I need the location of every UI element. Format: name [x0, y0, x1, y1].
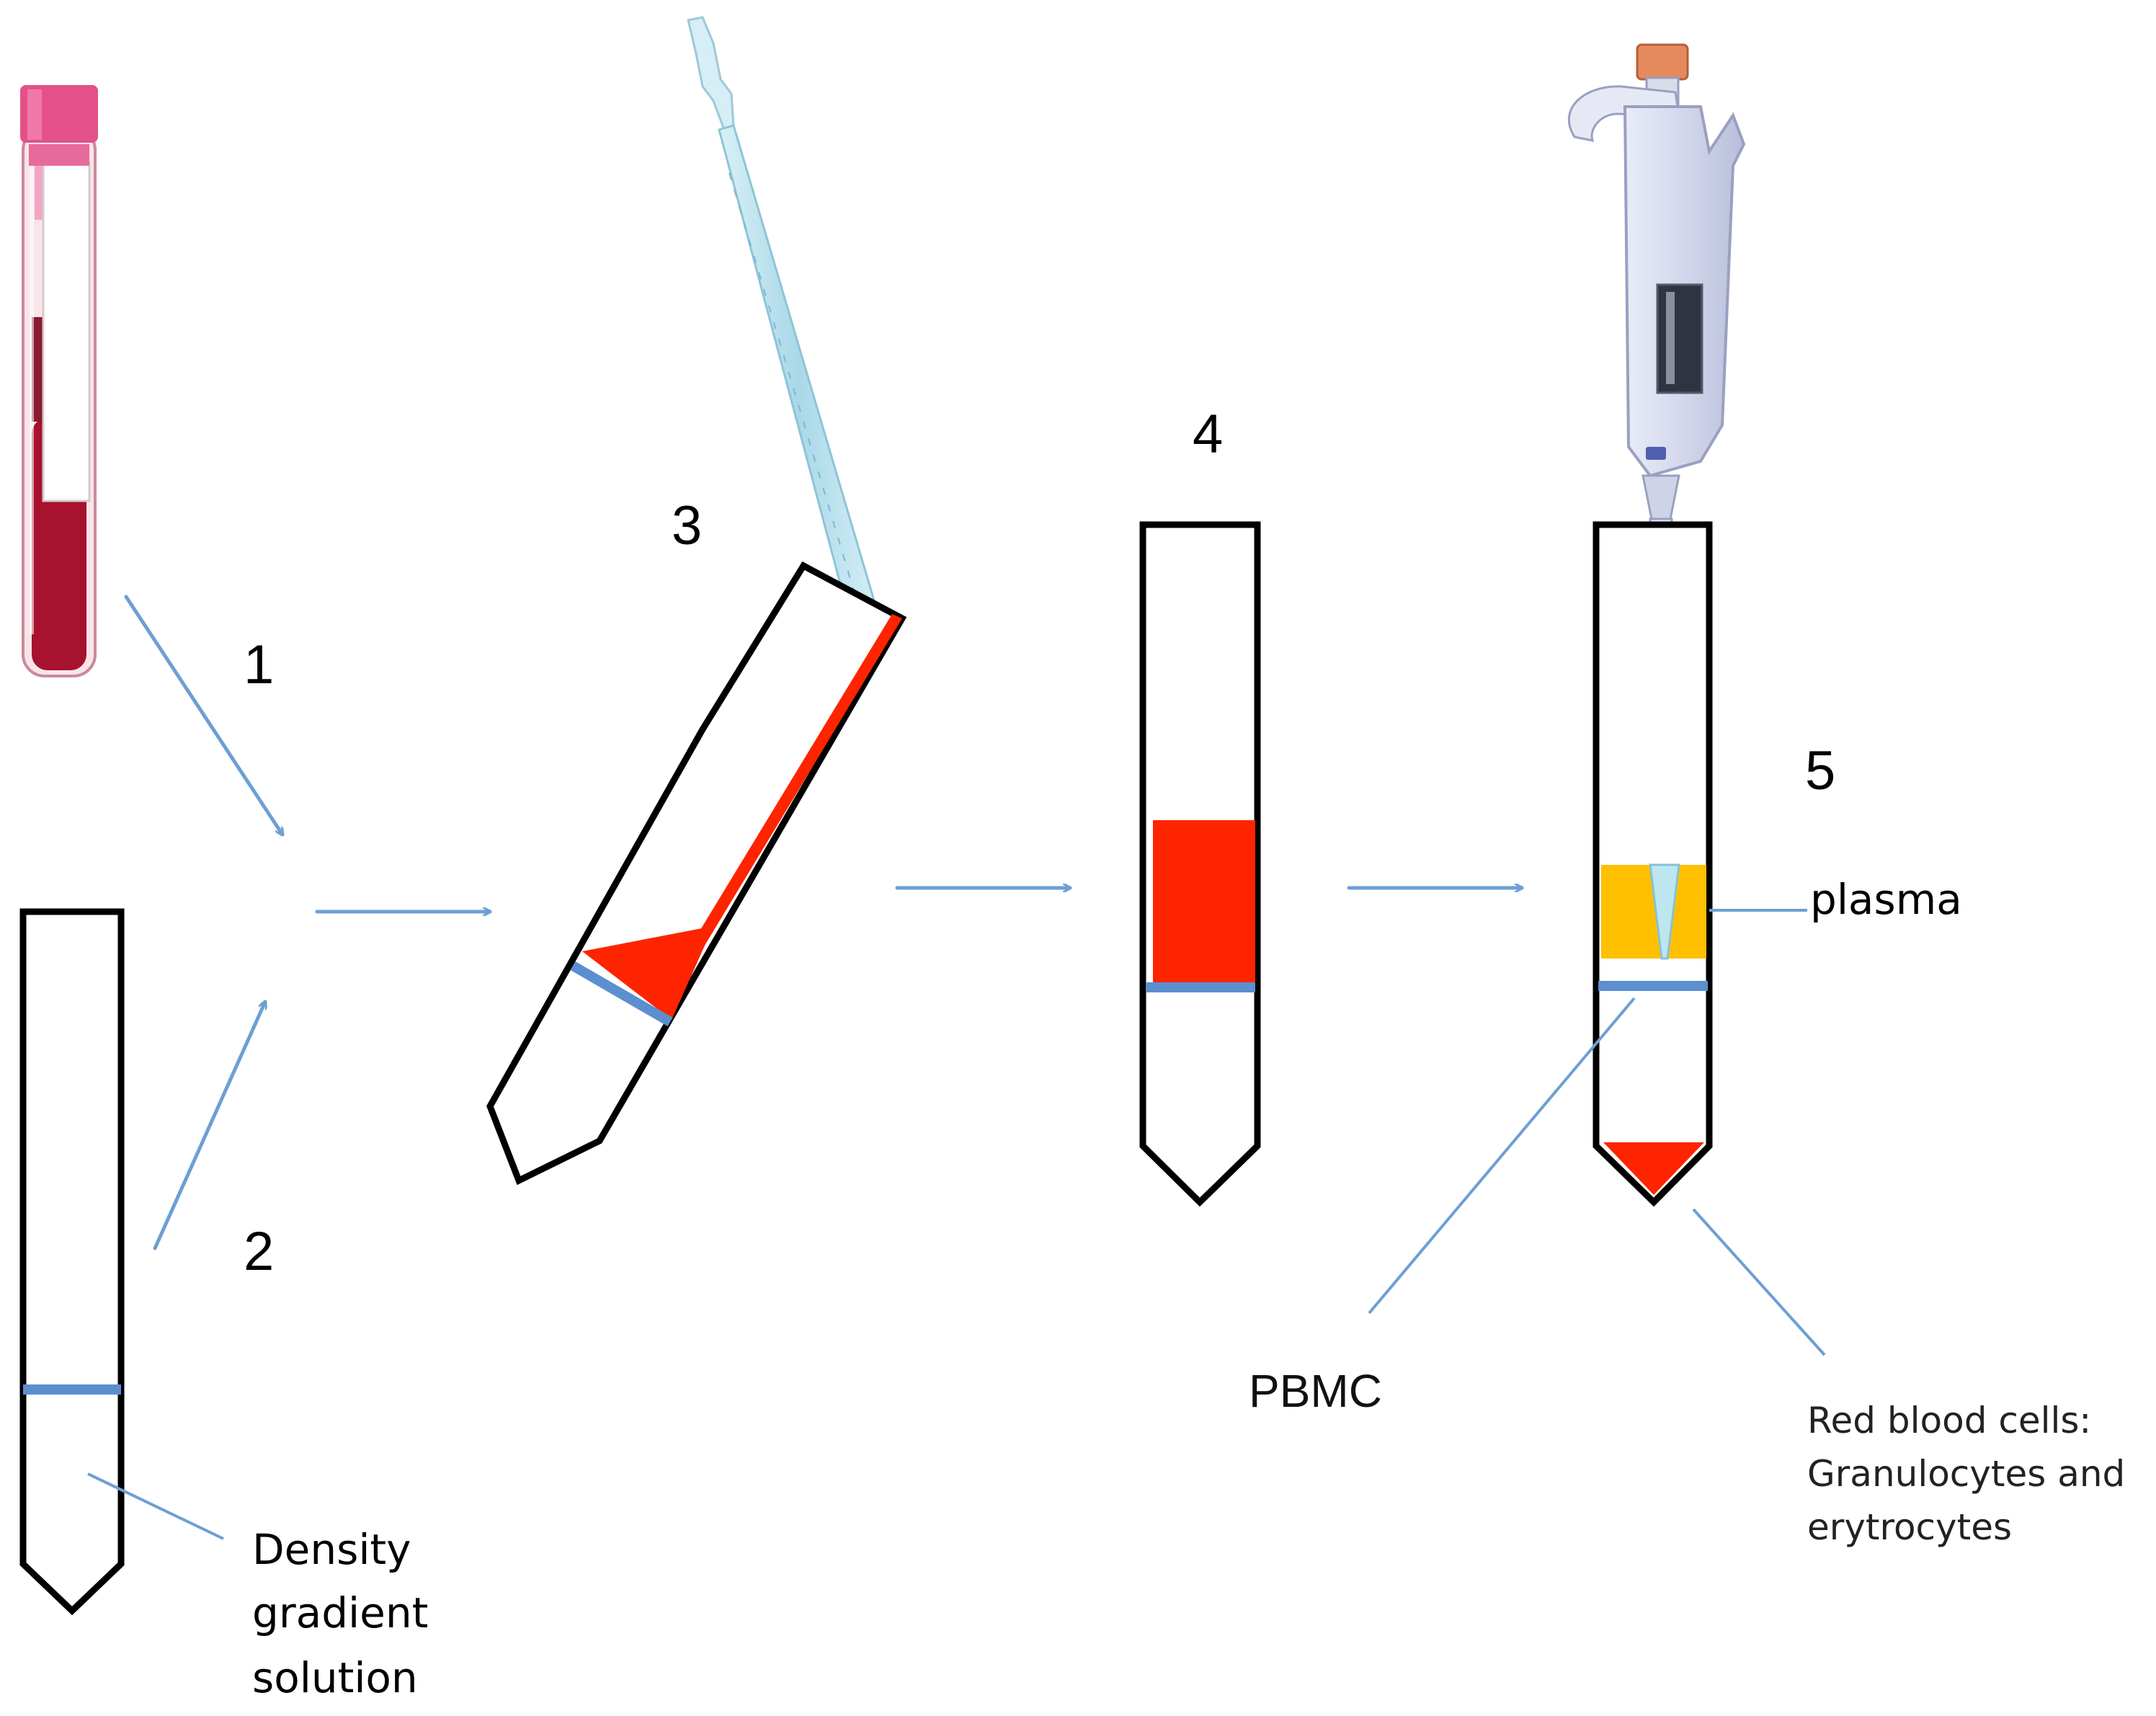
step-number-2: 2 — [244, 1221, 274, 1282]
step-number-1: 1 — [244, 634, 274, 695]
label-plasma: plasma — [1810, 875, 1962, 924]
serological-pipette-icon — [687, 16, 879, 623]
leader-density — [87, 1472, 224, 1540]
tube-separated — [1592, 521, 1713, 1207]
blood-collection-tube-icon — [20, 85, 98, 677]
arrow-tube1-to-mix — [124, 595, 282, 835]
arrow-tube2-to-mix — [153, 1002, 265, 1250]
leader-rbc — [1692, 1208, 1826, 1356]
label-density-line2: gradient — [252, 1588, 428, 1637]
tube-tilted-layering — [486, 561, 907, 1186]
label-rbc-line1: Red blood cells: — [1807, 1400, 2091, 1441]
rbc-pellet — [1603, 1142, 1704, 1195]
step-number-5: 5 — [1805, 740, 1835, 801]
label-density-line1: Density — [252, 1525, 411, 1574]
label-pbmc: PBMC — [1249, 1365, 1382, 1417]
leader-pbmc — [1368, 997, 1636, 1315]
label-rbc-line3: erytrocytes — [1807, 1506, 2012, 1548]
label-density-line3: solution — [252, 1653, 418, 1702]
label-rbc-line2: Granulocytes and — [1807, 1453, 2125, 1495]
tube-density-gradient — [19, 908, 125, 1616]
step-number-4: 4 — [1193, 404, 1223, 465]
tube-layered — [1139, 521, 1261, 1207]
step-number-3: 3 — [672, 495, 702, 556]
